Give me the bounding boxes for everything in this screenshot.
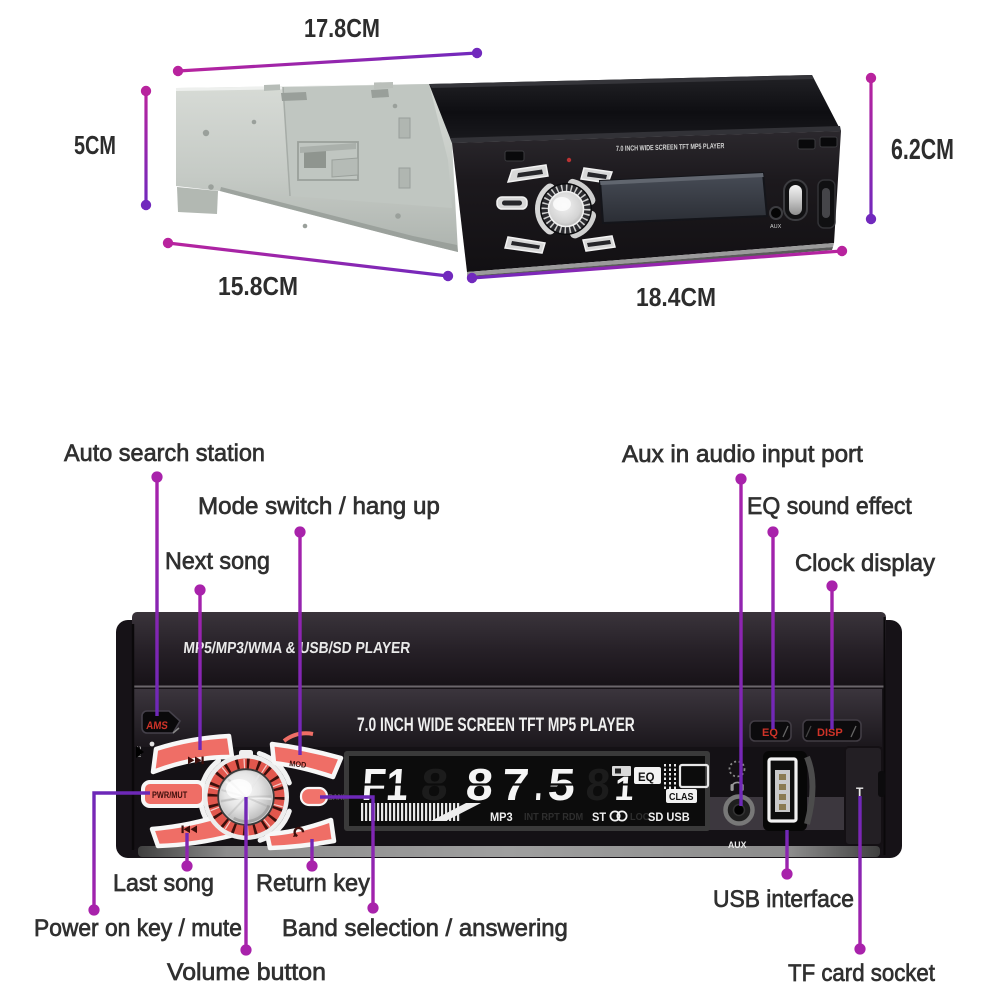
svg-text:Return key: Return key xyxy=(256,870,370,897)
svg-text:AUX: AUX xyxy=(770,224,782,230)
svg-text:Volume button: Volume button xyxy=(167,959,326,986)
svg-text:Band selection / answering: Band selection / answering xyxy=(282,915,568,942)
svg-text:SD USB: SD USB xyxy=(648,812,690,824)
svg-text:Power on key / mute: Power on key / mute xyxy=(34,914,242,941)
svg-text:PWR/MUT: PWR/MUT xyxy=(152,790,187,800)
svg-text:EQ: EQ xyxy=(638,771,654,784)
svg-text:MP3: MP3 xyxy=(490,812,513,824)
svg-text:7.0 INCH WIDE SCREEN TFT MP5 P: 7.0 INCH WIDE SCREEN TFT MP5 PLAYER xyxy=(357,714,635,736)
svg-text:18.4CM: 18.4CM xyxy=(636,284,716,313)
svg-text:DISP: DISP xyxy=(817,727,843,739)
svg-text:INT RPT RDM: INT RPT RDM xyxy=(524,812,583,823)
svg-text:.: . xyxy=(533,761,544,811)
svg-text:CLAS: CLAS xyxy=(669,792,693,804)
svg-text:EQ sound effect: EQ sound effect xyxy=(747,493,912,520)
svg-text:T: T xyxy=(856,785,864,799)
svg-text:Auto search station: Auto search station xyxy=(64,441,265,467)
svg-text:ST: ST xyxy=(592,812,606,824)
svg-text:15.8CM: 15.8CM xyxy=(218,273,298,302)
svg-text:MP5/MP3/WMA & USB/SD PLAYER: MP5/MP3/WMA & USB/SD PLAYER xyxy=(183,639,412,657)
svg-text:USB interface: USB interface xyxy=(713,885,854,912)
svg-text:LOC: LOC xyxy=(630,812,649,823)
svg-text:17.8CM: 17.8CM xyxy=(304,14,380,43)
svg-text:Mode switch / hang up: Mode switch / hang up xyxy=(198,493,440,520)
svg-text:7.0 INCH WIDE SCREEN TFT MP5: 7.0 INCH WIDE SCREEN TFT MP5 PLAYER xyxy=(616,142,725,153)
svg-text:8: 8 xyxy=(584,760,611,810)
svg-text:EQ: EQ xyxy=(762,727,778,739)
svg-text:Clock display: Clock display xyxy=(795,550,935,577)
svg-text:1: 1 xyxy=(613,770,635,808)
svg-text:Next song: Next song xyxy=(165,549,270,575)
svg-text:5CM: 5CM xyxy=(74,130,116,159)
svg-text:MOD: MOD xyxy=(289,759,307,770)
svg-text:Aux in audio input port: Aux in audio input port xyxy=(622,441,863,468)
svg-text:TF card socket: TF card socket xyxy=(788,959,936,986)
svg-text:6.2CM: 6.2CM xyxy=(891,134,954,166)
svg-text:Last song: Last song xyxy=(113,871,214,897)
svg-text:AMS: AMS xyxy=(146,721,169,733)
svg-text:AUX: AUX xyxy=(728,840,746,850)
